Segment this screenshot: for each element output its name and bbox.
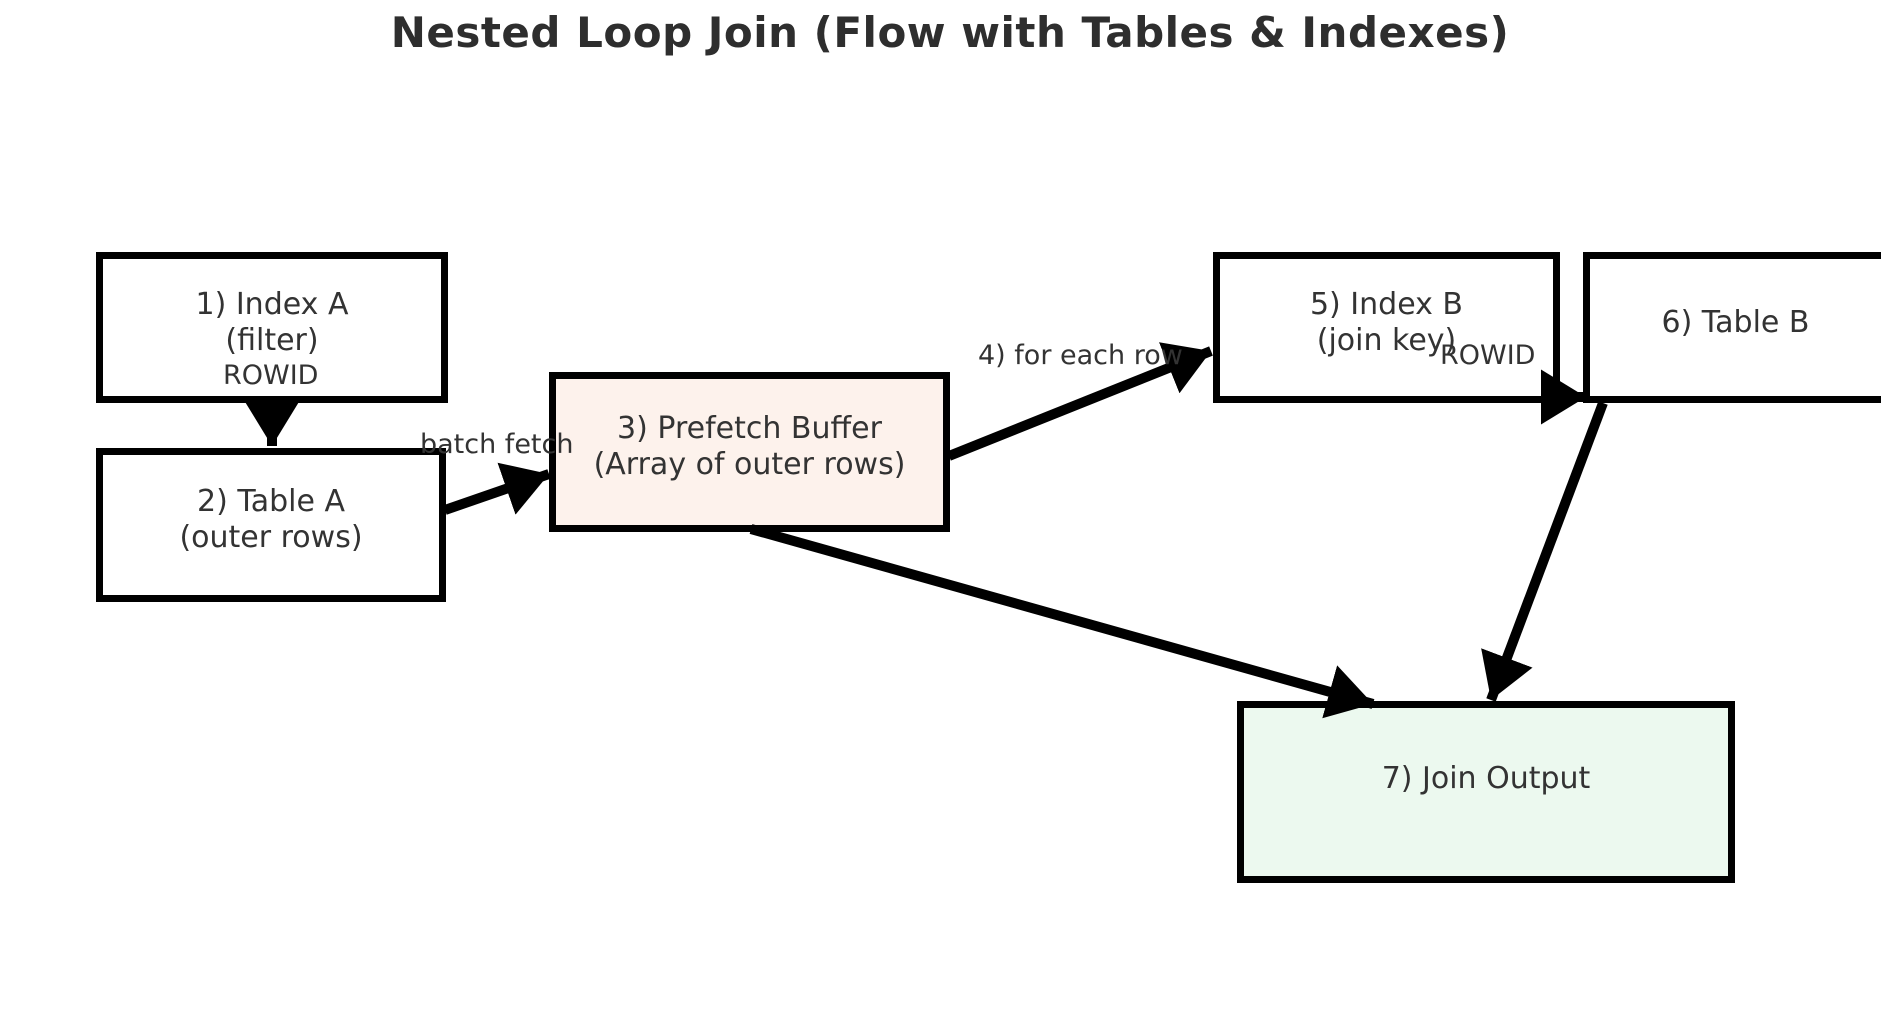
node-table-a-label: 2) Table A — [197, 484, 345, 519]
node-join-output-label: 7) Join Output — [1381, 761, 1591, 796]
edge-label-for-each-row: 4) for each row — [978, 340, 1183, 371]
node-index-b: 5) Index B (join key) — [1213, 252, 1560, 403]
node-table-a: 2) Table A (outer rows) — [96, 448, 446, 602]
node-index-a: 1) Index A (filter) — [96, 252, 448, 403]
node-prefetch-buffer-label: 3) Prefetch Buffer — [617, 411, 882, 446]
edge-label-rowid-b: ROWID — [1440, 340, 1536, 371]
node-table-a-sublabel: (outer rows) — [179, 520, 363, 555]
node-table-b-label: 6) Table B — [1661, 304, 1810, 340]
node-index-b-sublabel: (join key) — [1316, 322, 1457, 358]
node-prefetch-buffer-sublabel: (Array of outer rows) — [593, 447, 906, 482]
node-table-b: 6) Table B — [1583, 252, 1881, 403]
edge-label-batch-fetch: batch fetch — [420, 429, 574, 460]
node-index-a-label: 1) Index A — [195, 286, 349, 322]
diagram-title: Nested Loop Join (Flow with Tables & Ind… — [390, 8, 1510, 57]
node-join-output: 7) Join Output — [1237, 701, 1735, 883]
arrow-prefetch-to-join-output — [749, 524, 1375, 719]
edge-label-rowid-a: ROWID — [223, 360, 319, 391]
arrow-table-a-to-prefetch — [443, 462, 551, 515]
node-prefetch-buffer: 3) Prefetch Buffer (Array of outer rows) — [549, 372, 950, 532]
node-index-a-sublabel: (filter) — [225, 322, 319, 358]
node-index-b-label: 5) Index B — [1309, 286, 1464, 322]
arrow-table-b-to-join-output — [1481, 401, 1608, 702]
